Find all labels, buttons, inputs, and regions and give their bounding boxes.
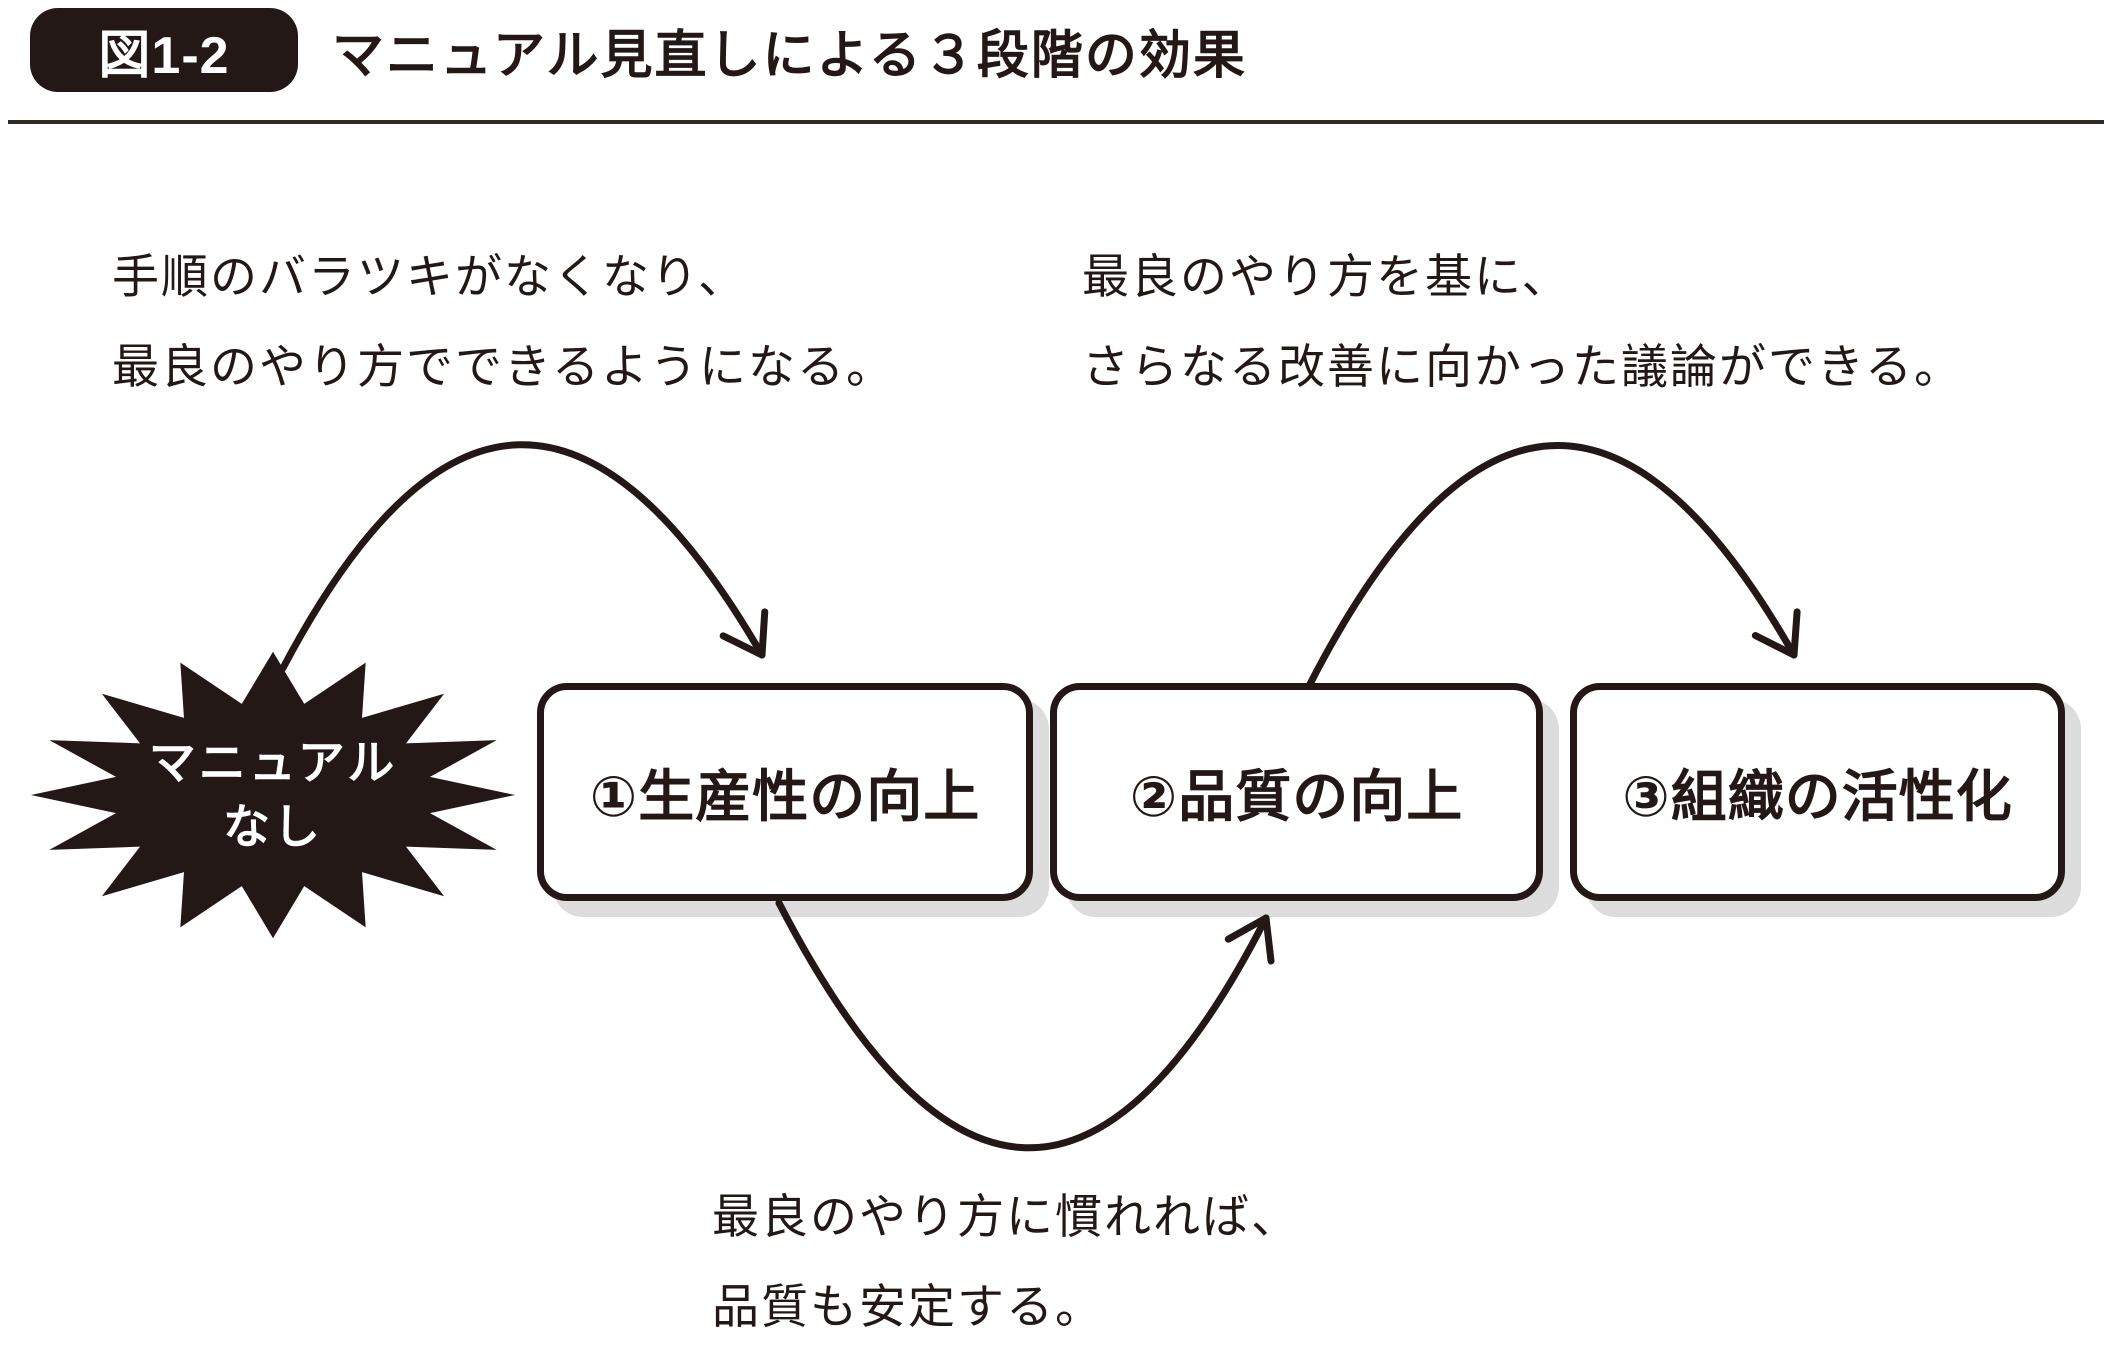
annotation-top-right-line2: さらなる改善に向かった議論ができる。 [1082,340,1964,393]
annotation-top-right: 最良のやり方を基に、 さらなる改善に向かった議論ができる。 [1082,232,1963,412]
no-manual-label-line2: なし [223,800,323,853]
annotation-top-left-line1: 手順のバラツキがなくなり、 [112,250,748,303]
stage-box-quality: ②品質の向上 [1050,683,1543,901]
stage-box-organization: ③組織の活性化 [1570,683,2065,901]
annotation-top-right-line1: 最良のやり方を基に、 [1082,250,1571,303]
no-manual-label: マニュアル なし [26,645,520,945]
figure-number-badge: 図1-2 [30,8,298,92]
figure-title: マニュアル見直しによる３段階の効果 [332,26,1247,85]
stage-box-productivity: ①生産性の向上 [537,683,1033,901]
stage-2-label: ②品質の向上 [1129,764,1464,828]
arrow-stage2-to-stage3-icon [1306,442,1801,688]
stage-3-label: ③組織の活性化 [1622,764,2013,828]
starburst-icon [30,651,516,939]
no-manual-starburst: マニュアル なし [26,645,520,945]
figure-number: 図1-2 [98,26,230,85]
arrow-stage1-to-stage2-icon [775,899,1275,1152]
annotation-bottom-line2: 品質も安定する。 [712,1280,1104,1333]
stage-1-label: ①生産性の向上 [589,764,981,828]
no-manual-label-line1: マニュアル [148,736,398,789]
header-divider [8,120,2104,124]
annotation-top-left-line2: 最良のやり方でできるようになる。 [112,340,896,393]
arrow-manual-to-stage1-icon [279,441,769,672]
annotation-top-left: 手順のバラツキがなくなり、 最良のやり方でできるようになる。 [112,232,895,412]
annotation-bottom: 最良のやり方に慣れれば、 品質も安定する。 [712,1172,1300,1352]
annotation-bottom-line1: 最良のやり方に慣れれば、 [712,1190,1300,1243]
